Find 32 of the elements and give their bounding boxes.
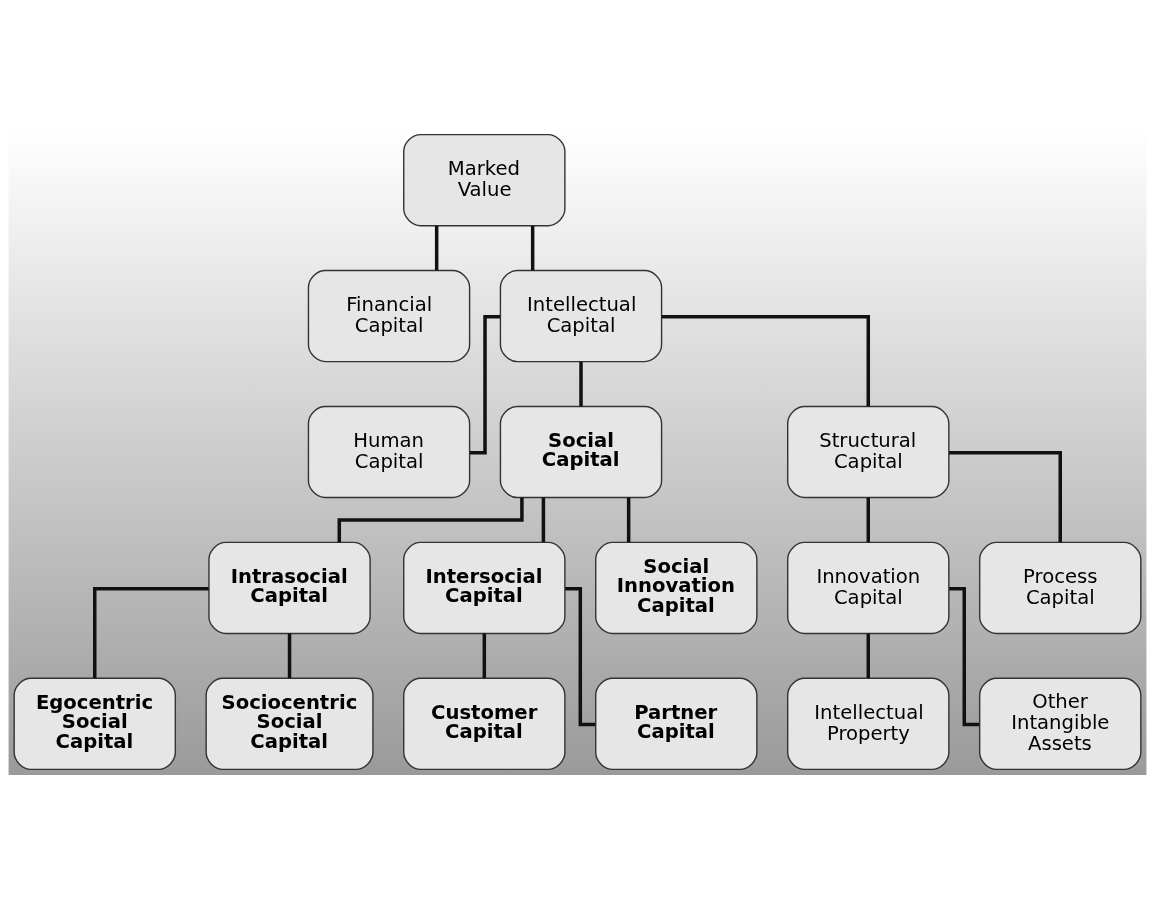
node-box: Innovation Capital (787, 541, 950, 634)
connector (949, 586, 980, 726)
connector (482, 633, 487, 678)
node-box: Partner Capital (595, 677, 758, 770)
node-box: Intrasocial Capital (208, 541, 371, 634)
node-box: Structural Capital (787, 405, 950, 498)
node-box: Other Intangible Assets (978, 677, 1142, 770)
connector (626, 497, 631, 542)
connector (470, 314, 500, 454)
node-box: Financial Capital (307, 269, 471, 362)
node-box: Human Capital (307, 405, 471, 498)
node-box: Marked Value (403, 133, 566, 226)
node-box: Social Capital (499, 405, 663, 498)
node-box: Social Innovation Capital (595, 541, 758, 634)
node-box: Intellectual Capital (499, 269, 663, 362)
connector (579, 361, 583, 406)
node-box: Sociocentric Social Capital (205, 677, 374, 770)
connector (565, 586, 596, 726)
connector (661, 314, 870, 406)
node-box: Intersocial Capital (403, 541, 566, 634)
node-box: Process Capital (978, 541, 1142, 634)
connector (434, 225, 439, 270)
connector (949, 450, 1062, 542)
connector (93, 586, 209, 678)
node-box: Egocentric Social Capital (13, 677, 177, 770)
connector (530, 225, 535, 270)
connector (541, 497, 546, 542)
connector (866, 633, 870, 678)
connector (866, 497, 870, 542)
node-box: Customer Capital (403, 677, 566, 770)
connector (287, 633, 292, 678)
node-box: Intellectual Property (787, 677, 950, 770)
